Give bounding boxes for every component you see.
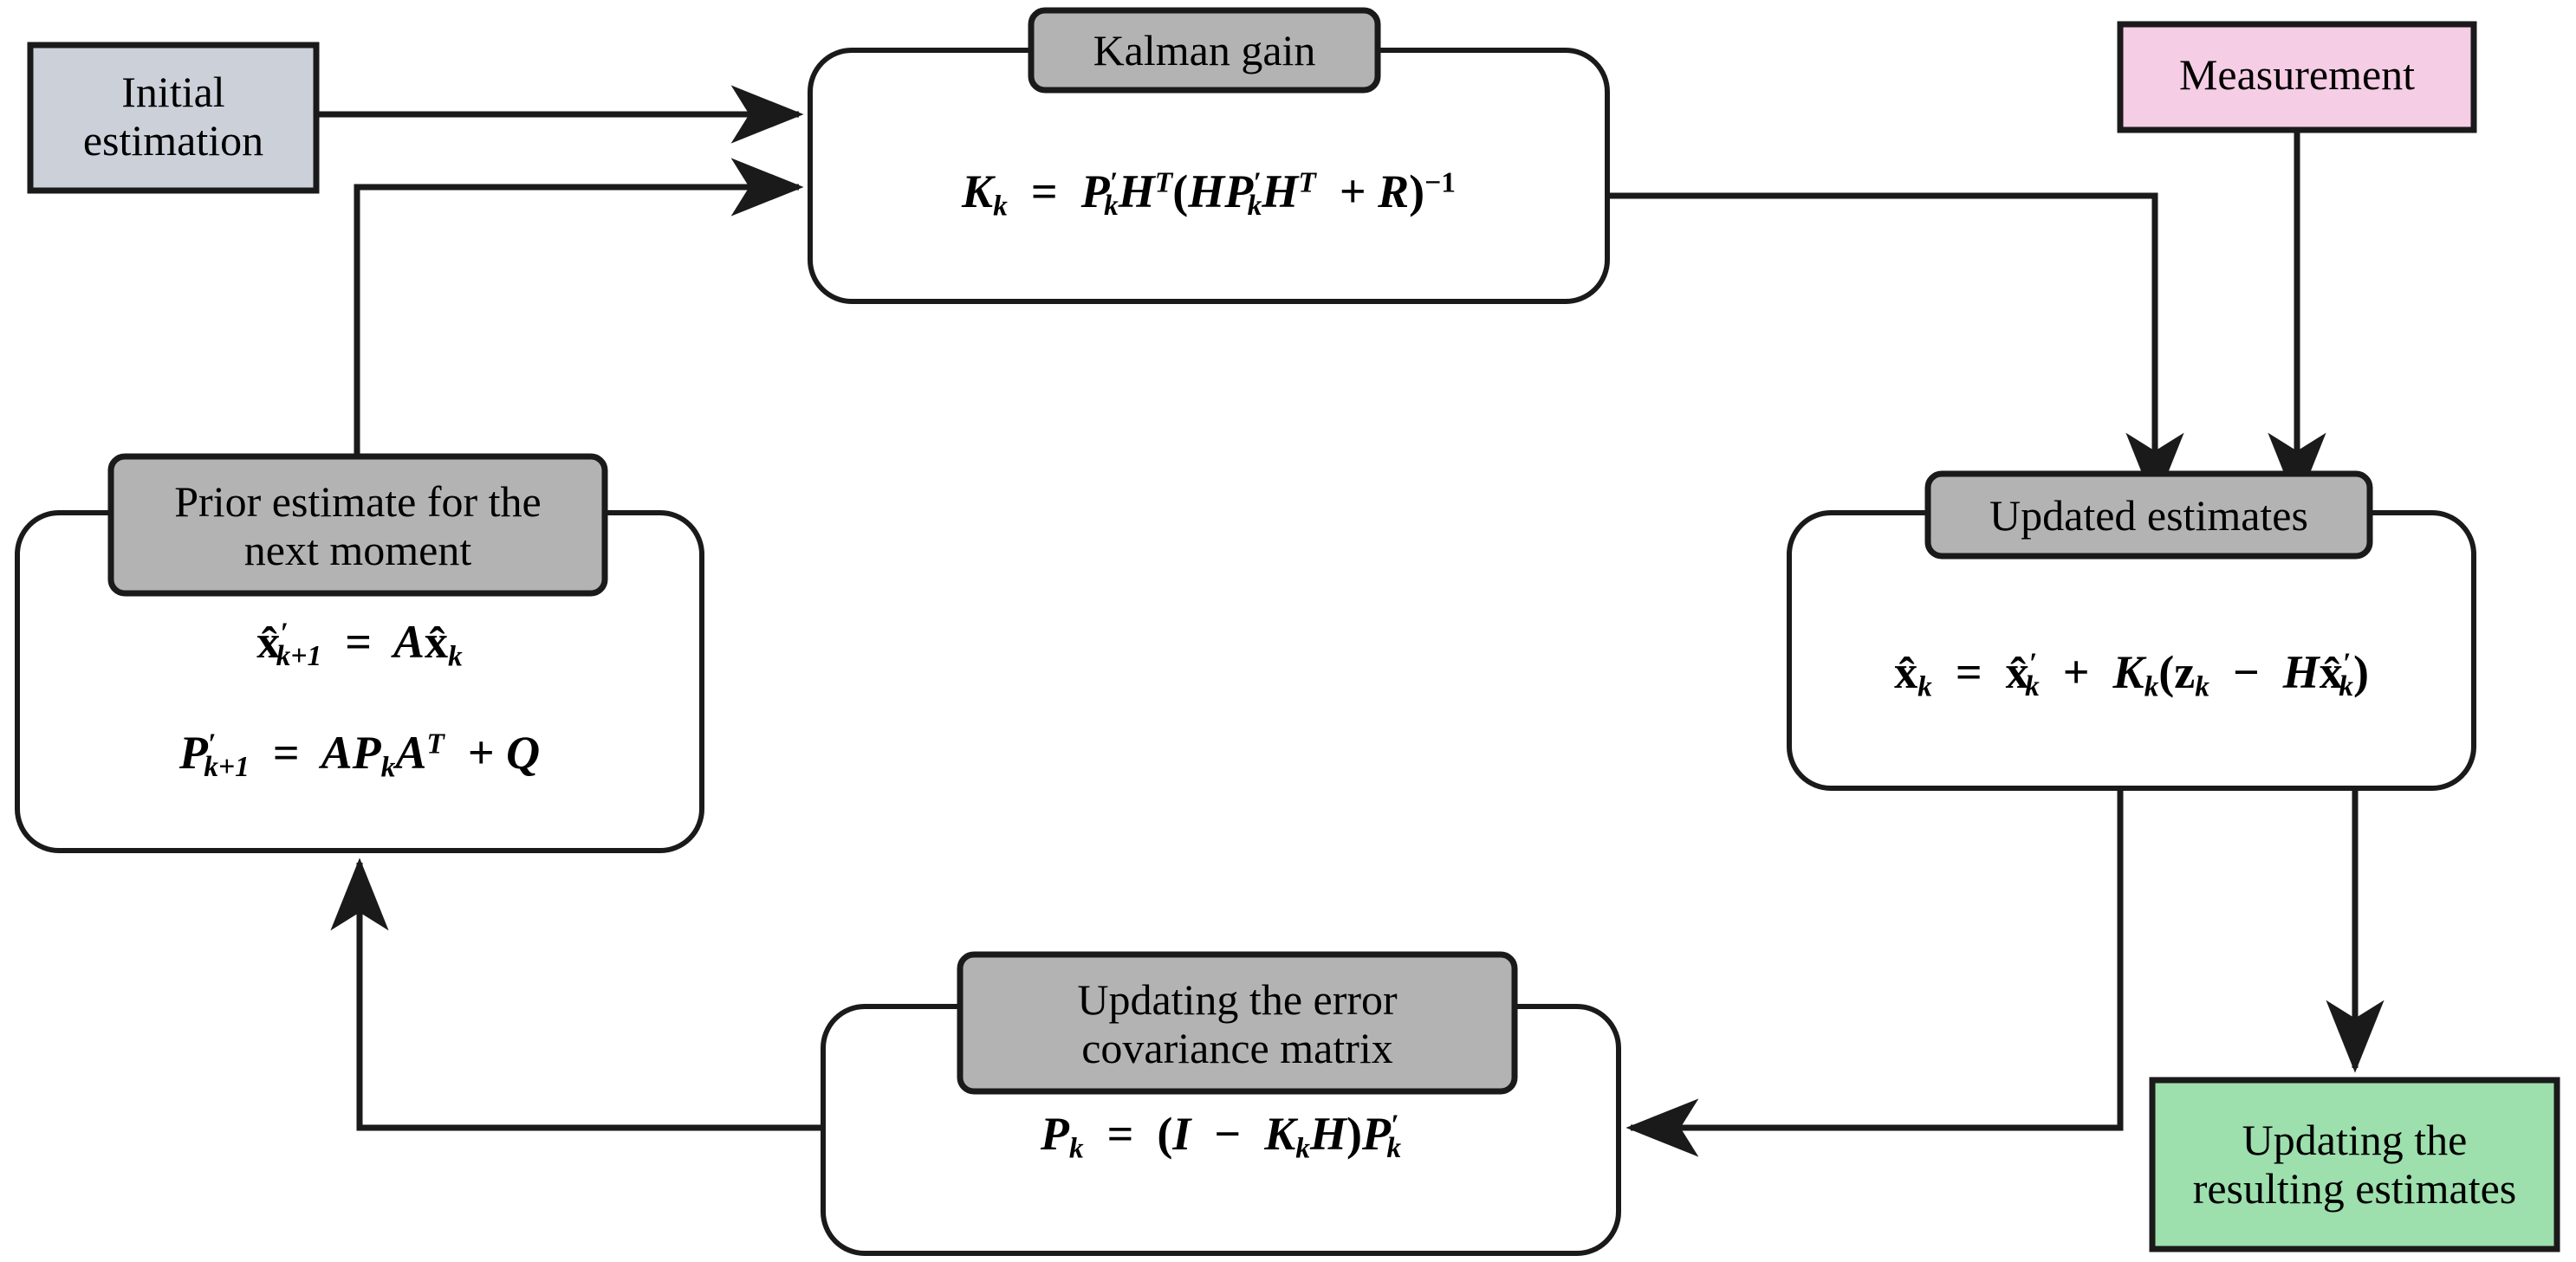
tag-prior-estimate: Prior estimate for the next moment bbox=[111, 477, 605, 574]
tag-updated-estimates-text: Updated estimates bbox=[1989, 490, 2308, 540]
tag-updated-estimates: Updated estimates bbox=[1928, 474, 2370, 556]
tag-error-covariance: Updating the error covariance matrix bbox=[960, 975, 1515, 1072]
tag-prior-estimate-line1: Prior estimate for the bbox=[174, 477, 542, 526]
node-resulting-estimates bbox=[2149, 1077, 2560, 1252]
equation-prior-state: x̂′k+1 = Ax̂k bbox=[256, 616, 463, 673]
tag-error-covariance-line2: covariance matrix bbox=[1081, 1024, 1393, 1072]
tag-prior-estimate-line2: next moment bbox=[243, 526, 472, 574]
tag-plate-kalman-gain bbox=[1028, 7, 1381, 94]
resulting-estimates-line1: Updating the bbox=[2242, 1116, 2468, 1164]
equation-error-covariance: Pk = (I − KkH)P′k bbox=[1040, 1108, 1402, 1165]
edge-covariance-to-prior bbox=[330, 858, 823, 1131]
resulting-estimates-line2: resulting estimates bbox=[2192, 1164, 2517, 1213]
node-measurement-label: Measurement bbox=[2120, 50, 2474, 99]
tag-error-covariance-line1: Updating the error bbox=[1077, 975, 1398, 1024]
initial-estimation-line2: estimation bbox=[82, 116, 264, 165]
node-resulting-estimates-label: Updating the resulting estimates bbox=[2152, 1116, 2557, 1213]
tag-plate-error-covariance bbox=[957, 951, 1518, 1095]
tag-plate-updated-estimates bbox=[1924, 470, 2373, 560]
equation-prior-covariance: P′k+1 = APkAT + Q bbox=[178, 727, 541, 784]
equation-updated-estimates: x̂k = x̂′k + Kk(zk − Hx̂′k) bbox=[1894, 646, 2369, 703]
measurement-text: Measurement bbox=[2178, 50, 2416, 99]
edge-prior-to-kalman bbox=[354, 158, 804, 520]
edge-updated-to-covariance bbox=[1625, 788, 2124, 1157]
initial-estimation-line1: Initial bbox=[121, 68, 225, 116]
tag-kalman-gain: Kalman gain bbox=[1031, 10, 1378, 90]
equation-kalman-gain: Kk = P′kHT(HP′kHT + R)−1 bbox=[962, 165, 1456, 223]
node-initial-estimation bbox=[27, 42, 320, 194]
tag-plate-prior-estimate bbox=[107, 453, 608, 597]
node-initial-estimation-label: Initial estimation bbox=[30, 68, 316, 165]
tag-kalman-gain-text: Kalman gain bbox=[1093, 26, 1316, 74]
edge-kalman-to-updated bbox=[1607, 192, 2184, 506]
